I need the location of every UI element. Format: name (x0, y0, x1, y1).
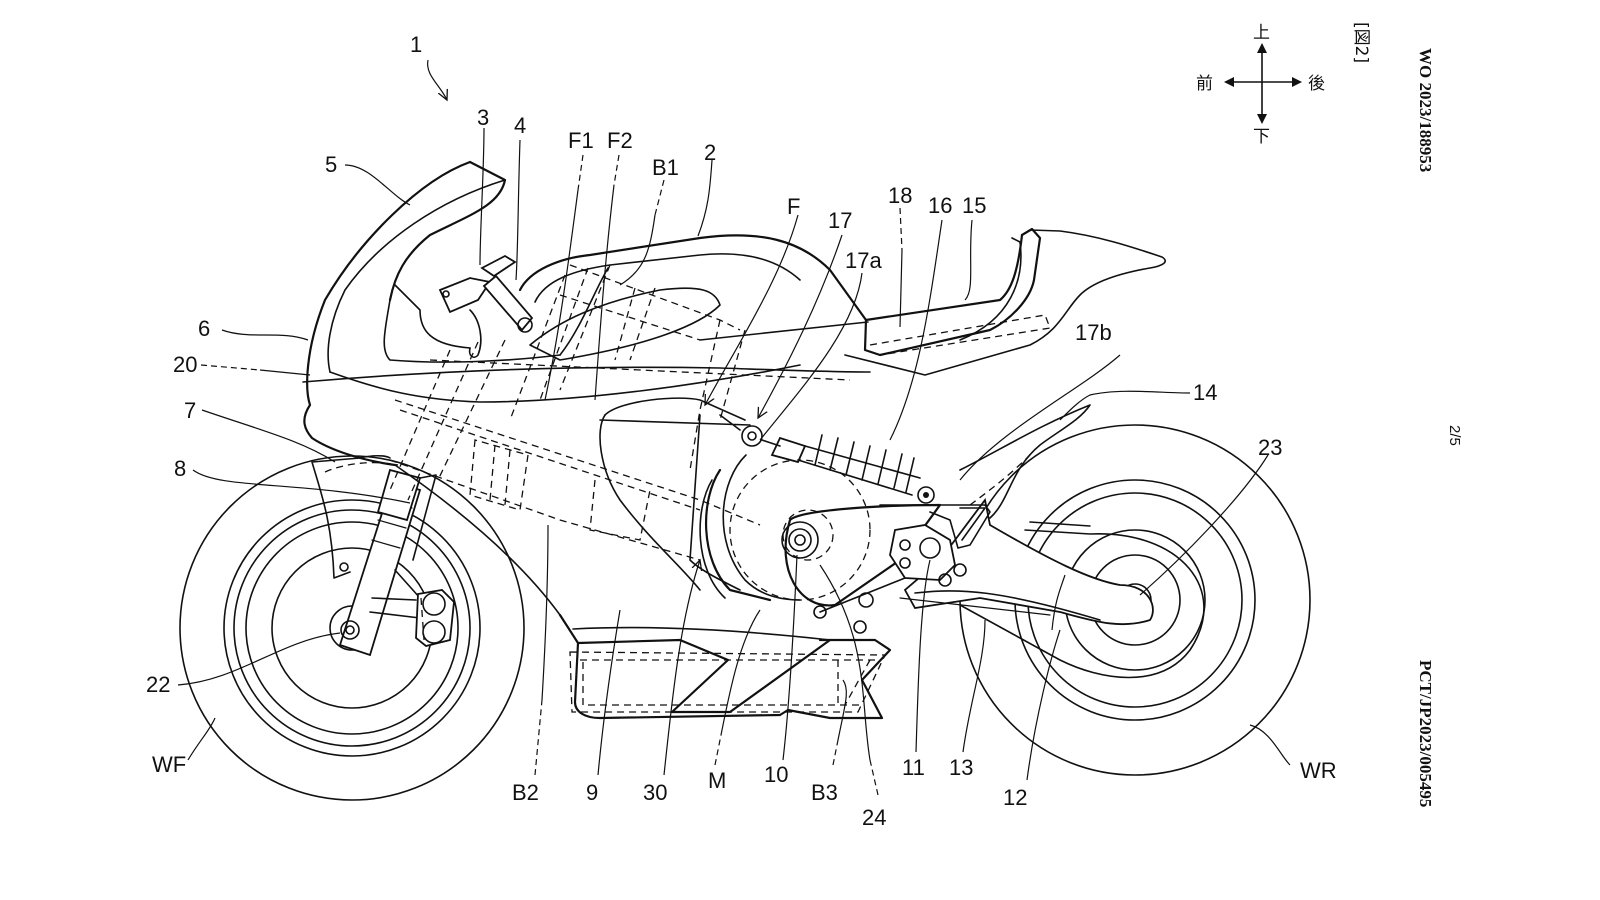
lower-cowl (558, 613, 892, 720)
direction-up-label: 上 (1253, 23, 1270, 43)
direction-front-label: 前 (1196, 74, 1213, 94)
label-18: 18 (888, 183, 912, 208)
direction-down-label: 下 (1253, 127, 1270, 147)
label-13: 13 (949, 755, 973, 780)
rear-shock (599, 414, 935, 504)
leader-lines (177, 59, 1291, 796)
label-1: 1 (410, 32, 422, 57)
label-B2: B2 (512, 780, 539, 805)
label-15: 15 (962, 193, 986, 218)
label-M: M (708, 768, 726, 793)
label-WR: WR (1300, 758, 1337, 783)
label-24: 24 (862, 805, 886, 830)
label-17b: 17b (1075, 320, 1112, 345)
label-11: 11 (902, 755, 925, 780)
header-block: WO 2023/188953 [図2] 2/5 PCT/JP2023/00549… (1351, 22, 1463, 807)
label-17: 17 (828, 208, 852, 233)
label-9: 9 (586, 780, 598, 805)
label-6: 6 (198, 316, 210, 341)
label-10: 10 (764, 762, 788, 787)
front-fairing (302, 160, 871, 616)
tail-section (699, 227, 1166, 376)
label-23: 23 (1258, 435, 1282, 460)
application-number: PCT/JP2023/005495 (1416, 660, 1435, 807)
label-7: 7 (184, 398, 196, 423)
label-F1: F1 (568, 128, 594, 153)
fuel-tank (518, 234, 868, 361)
motorcycle-drawing (179, 160, 1311, 801)
label-22: 22 (146, 672, 170, 697)
label-4: 4 (514, 113, 526, 138)
label-B3: B3 (811, 780, 838, 805)
label-WF: WF (152, 752, 186, 777)
label-3: 3 (477, 105, 489, 130)
label-F2: F2 (607, 128, 633, 153)
reference-labels: 1 3 4 5 F1 F2 B1 2 F 17 17a 18 16 15 17b… (146, 32, 1337, 830)
label-F: F (787, 194, 800, 219)
direction-rear-label: 後 (1308, 74, 1325, 94)
label-2: 2 (704, 140, 716, 165)
label-8: 8 (174, 456, 186, 481)
page-number: 2/5 (1446, 425, 1463, 446)
handlebar (438, 254, 534, 358)
linkage (813, 504, 991, 634)
label-5: 5 (325, 152, 337, 177)
drive-unit (689, 414, 942, 607)
label-17a: 17a (845, 248, 882, 273)
label-14: 14 (1193, 380, 1217, 405)
figure-label: [図2] (1351, 22, 1371, 63)
publication-number: WO 2023/188953 (1416, 48, 1435, 172)
label-16: 16 (928, 193, 952, 218)
label-30: 30 (643, 780, 667, 805)
label-B1: B1 (652, 155, 679, 180)
front-wheel (179, 454, 525, 801)
direction-compass: 上 下 前 後 (1196, 23, 1325, 147)
label-20: 20 (173, 352, 197, 377)
swingarm (903, 497, 1154, 626)
label-12: 12 (1003, 785, 1027, 810)
frame-hidden-lines (389, 264, 851, 591)
